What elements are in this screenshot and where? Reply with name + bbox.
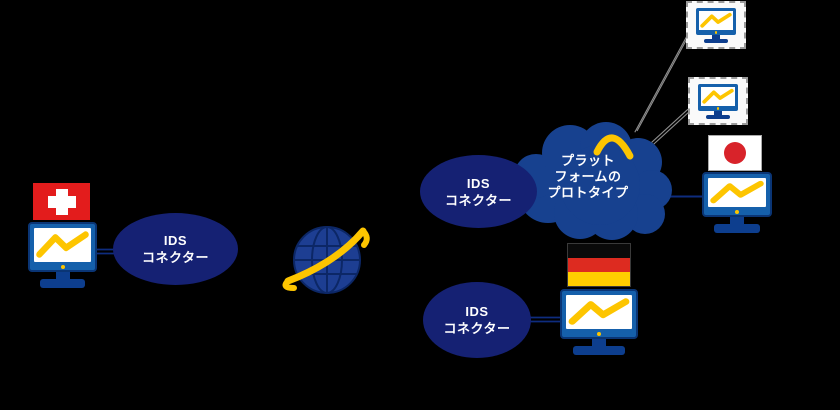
- monitor-stand: [55, 272, 70, 279]
- monitor-frame: [28, 222, 97, 272]
- cloud-label-line2: フォームの: [554, 169, 622, 184]
- ids-connector-label-line2: コネクター: [142, 250, 209, 265]
- mini-monitor-stand: [712, 34, 720, 39]
- monitor-frame: [560, 289, 638, 339]
- mini-monitor-frame: [696, 7, 736, 35]
- japan-monitor-chart-icon: [702, 172, 772, 233]
- swiss-cross-icon: [47, 195, 76, 208]
- mini-monitor-frame: [698, 83, 738, 111]
- japan-sun-icon: [724, 142, 746, 164]
- monitor-stand: [592, 339, 606, 346]
- line-chart-icon: [701, 86, 735, 106]
- german-monitor-chart-icon: [560, 289, 638, 355]
- ids-connector-node-platform: IDS コネクター: [420, 155, 537, 228]
- line-chart-icon: [699, 10, 733, 30]
- germany-flag-icon: [567, 243, 631, 287]
- platform-cloud-icon: [514, 122, 672, 240]
- line-chart-icon: [566, 295, 632, 329]
- mini-monitor-base: [706, 114, 730, 119]
- german-flag-red-stripe: [568, 258, 630, 272]
- monitor-stand: [730, 217, 744, 224]
- mini-monitor-stand: [714, 110, 722, 115]
- power-dot-icon: [714, 31, 718, 34]
- ids-connector-node-german: IDS コネクター: [423, 282, 531, 358]
- power-dot-icon: [60, 264, 65, 269]
- prototype-monitor-card-1: [686, 1, 746, 49]
- switzerland-flag-icon: [33, 183, 90, 220]
- monitor-base: [573, 346, 625, 355]
- ids-connector-label-line1: IDS: [466, 175, 491, 191]
- internet-globe-icon: [282, 226, 370, 294]
- cloud-label-line1: プラット: [560, 153, 615, 168]
- swiss-monitor-to-connector-line: [96, 248, 114, 255]
- monitor-base: [39, 279, 86, 288]
- monitor-frame: [702, 172, 772, 217]
- ids-connector-node-swiss: IDS コネクター: [113, 213, 238, 285]
- prototype-monitor-card-2: [688, 77, 748, 125]
- ids-connector-label-line2: コネクター: [445, 192, 512, 208]
- monitor-base: [713, 224, 761, 233]
- ids-connector-label-line1: IDS: [163, 233, 188, 248]
- line-chart-icon: [708, 178, 766, 207]
- cloud-to-card1-link-line: [634, 34, 690, 133]
- german-flag-gold-stripe: [568, 272, 630, 286]
- ids-connector-label-line1: IDS: [465, 304, 489, 319]
- cloud-label: プラット フォームの プロトタイプ: [520, 153, 656, 201]
- power-dot-icon: [735, 209, 739, 214]
- power-dot-icon: [716, 107, 720, 110]
- swiss-monitor-chart-icon: [28, 222, 97, 288]
- mini-monitor-base: [704, 38, 728, 43]
- japan-flag-icon: [708, 135, 762, 171]
- line-chart-icon: [34, 228, 91, 262]
- german-connector-to-monitor-line: [530, 316, 562, 323]
- cloud-yellow-arc-icon: [593, 134, 634, 160]
- german-flag-black-stripe: [568, 244, 630, 258]
- power-dot-icon: [597, 331, 601, 336]
- cloud-label-line3: プロトタイプ: [547, 185, 629, 200]
- ids-connector-label-line2: コネクター: [443, 321, 511, 336]
